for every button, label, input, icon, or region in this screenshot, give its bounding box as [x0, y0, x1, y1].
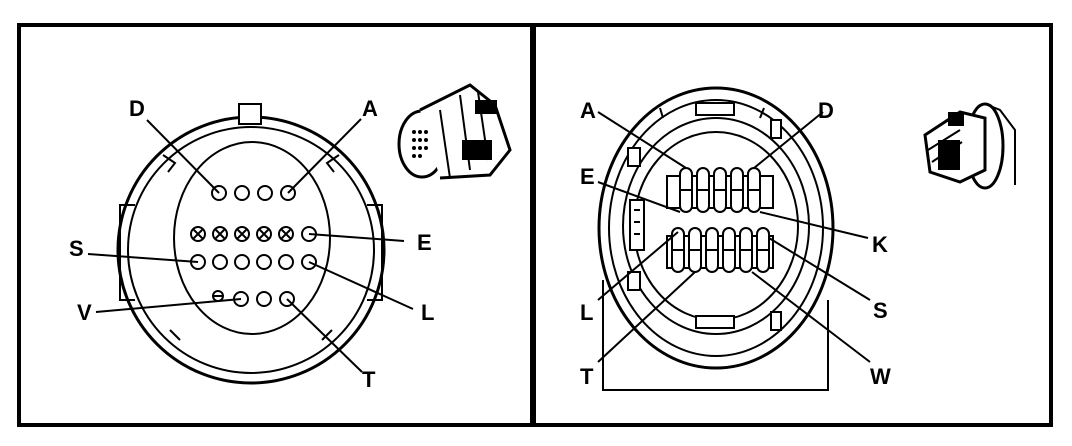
left-panel-frame [17, 23, 534, 427]
right-panel-frame [532, 23, 1053, 427]
right-leader-lines [597, 111, 871, 363]
left-pins-row-1 [211, 185, 296, 201]
right-terminal-block-upper [666, 167, 774, 213]
left-pins-row-2 [190, 226, 317, 242]
left-connector-face [116, 103, 386, 385]
right-connector-thumbnail-icon [923, 102, 1016, 190]
left-label-L: L [421, 300, 434, 325]
right-label-E: E [580, 164, 595, 189]
left-leader-lines [87, 118, 414, 373]
left-label-E: E [417, 230, 432, 255]
left-pins-row-3 [190, 254, 317, 270]
left-pins-row-4 [212, 290, 295, 307]
right-label-W: W [870, 364, 891, 389]
left-label-S: S [69, 236, 84, 261]
right-label-D: D [818, 98, 834, 123]
right-label-T: T [580, 364, 594, 389]
right-label-A: A [580, 98, 596, 123]
left-label-D: D [129, 96, 145, 121]
right-connector-housing [597, 86, 835, 391]
left-label-V: V [77, 300, 92, 325]
right-panel: A D E K L S T W [532, 23, 1053, 427]
right-label-S: S [873, 298, 888, 323]
left-label-A: A [362, 96, 378, 121]
left-panel: D A S E V L T [17, 23, 534, 427]
right-label-K: K [872, 232, 888, 257]
right-terminal-block-lower [666, 227, 774, 273]
left-label-T: T [362, 367, 376, 392]
right-label-L: L [580, 300, 593, 325]
left-connector-thumbnail-icon [397, 83, 512, 180]
